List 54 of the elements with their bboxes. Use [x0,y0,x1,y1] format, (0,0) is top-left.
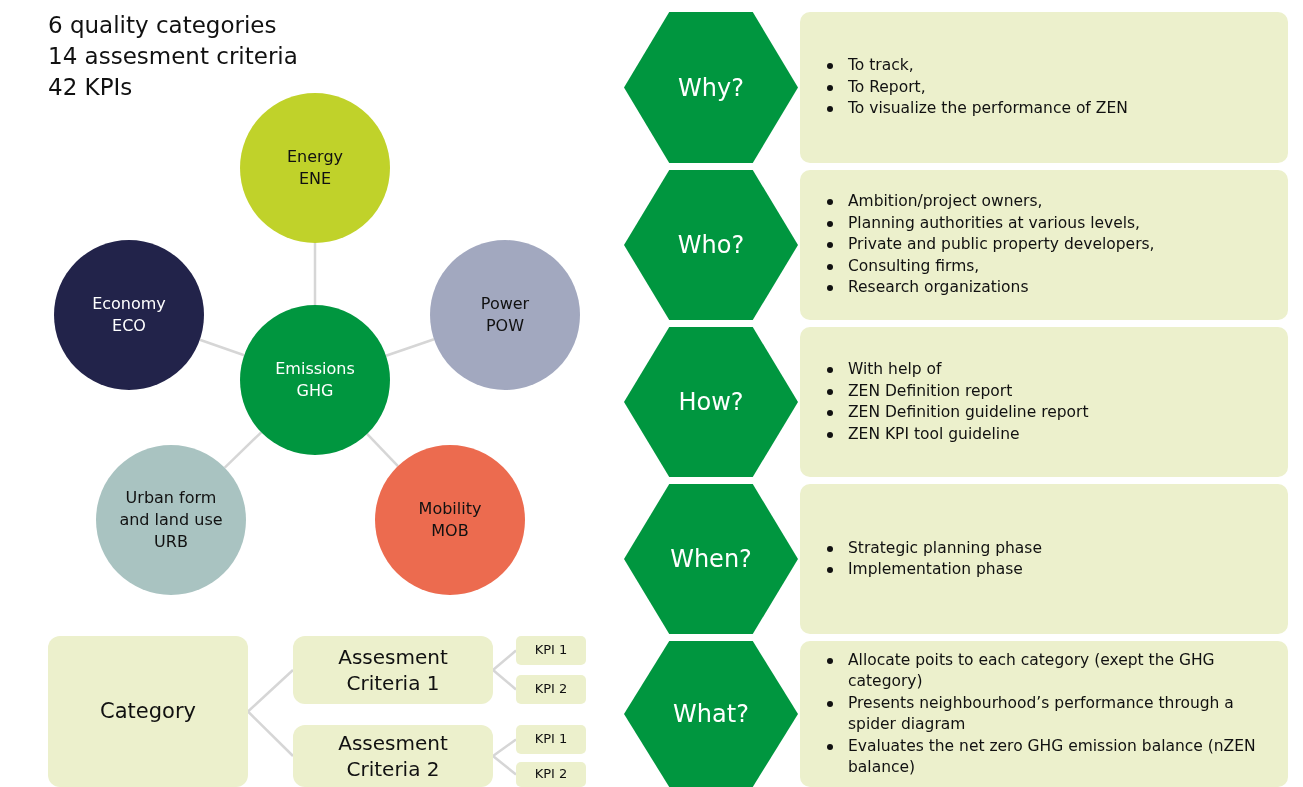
connector-line [366,433,399,467]
bullet-text: Evaluates the net zero GHG emission balance (nZEN balance) [848,736,1256,776]
bullet-text: To Report, [848,77,926,96]
connector-line [247,669,294,713]
kpi-box: KPI 1 [516,725,586,754]
bullet-text: Ambition/project owners, [848,192,1043,211]
question-hexagon: How? [624,327,798,477]
bullet-text: To track, [848,56,914,75]
question-hexagon: When? [624,484,798,634]
bullet-text: ZEN Definition guideline report [848,403,1089,421]
summary-text: 14 assesment criteria [48,42,298,71]
bullet-text: Allocate poits to each category (exept the GHG category) [848,650,1215,690]
bullet-text: ZEN Definition report [848,381,1013,400]
connector-line [492,669,517,691]
connector-line [492,755,517,776]
bullet-text: ZEN KPI tool guideline [848,424,1020,443]
connector-line [385,338,435,357]
category-circle: Urban form and land use URB [96,445,246,595]
info-panel [800,12,1288,163]
bullet-text: Strategic planning phase [848,538,1042,557]
connector-line [492,738,517,757]
tree-box: Category [48,636,248,787]
question-hexagon: Who? [624,170,798,320]
summary-text: 6 quality categories [48,11,277,40]
info-panel [800,641,1288,787]
summary-text: 42 KPIs [48,73,133,102]
bullet-text: Presents neighbourhood’s performance through a spider diagram [848,693,1234,733]
bullet-text: To visualize the performance of ZEN [848,99,1128,118]
category-circle: Mobility MOB [375,445,525,595]
bullet-text: With help of [848,360,942,378]
question-hexagon: Why? [624,12,798,163]
category-circle: Power POW [430,240,580,390]
bullet-text: Research organizations [848,278,1029,297]
connector-line [223,431,263,469]
bullet-text: Consulting firms, [848,256,980,275]
category-circle: Energy ENE [240,93,390,243]
kpi-box: KPI 2 [516,762,586,787]
kpi-box: KPI 1 [516,636,586,665]
question-hexagon: What? [624,641,798,787]
category-circle: Economy ECO [54,240,204,390]
info-panel [800,484,1288,634]
bullet-text: Planning authorities at various levels, [848,213,1141,232]
tree-box: Assesment Criteria 1 [293,636,493,704]
category-circle: Emissions GHG [240,305,390,455]
connector-line [199,338,245,357]
info-panel [800,327,1288,477]
connector-line [313,243,317,305]
tree-box: Assesment Criteria 2 [293,725,493,787]
bullet-text: Implementation phase [848,560,1023,578]
connector-line [492,649,517,671]
info-panel [800,170,1288,320]
kpi-box: KPI 2 [516,675,586,704]
bullet-text: Private and public property developers, [848,235,1155,254]
connector-line [247,710,294,757]
